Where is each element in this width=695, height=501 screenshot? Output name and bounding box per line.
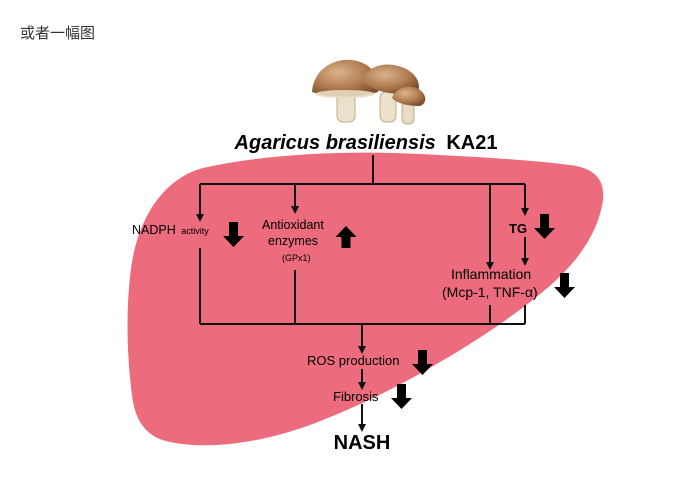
antioxidant-sub: (GPx1) <box>282 253 311 263</box>
inflammation-line1: Inflammation <box>451 266 531 282</box>
diagram-title: Agaricus brasiliensis KA21 <box>234 132 498 154</box>
connector-lines <box>196 155 529 432</box>
down-arrow-icon <box>223 222 244 247</box>
strain-name: KA21 <box>446 132 497 154</box>
up-arrow-icon <box>335 226 357 248</box>
down-arrow-icon <box>391 384 412 409</box>
antioxidant-line1: Antioxidant <box>262 218 324 232</box>
nadph-activity-label: NADPH activity <box>132 223 209 237</box>
antioxidant-line2: enzymes <box>268 234 318 248</box>
ros-production-label: ROS production <box>307 353 400 368</box>
species-name: Agaricus brasiliensis <box>234 132 436 154</box>
nadph-main: NADPH <box>132 223 176 237</box>
down-arrow-icon <box>412 350 433 375</box>
nadph-small: activity <box>181 226 209 236</box>
tg-label: TG <box>509 221 527 236</box>
liver-shape <box>127 152 604 446</box>
nash-label: NASH <box>334 432 391 454</box>
inflammation-line2: (Mcp-1, TNF-α) <box>442 284 538 300</box>
mushroom-image <box>312 59 426 125</box>
down-arrow-icon <box>554 273 575 298</box>
down-arrow-icon <box>534 214 555 239</box>
page-caption: 或者一幅图 <box>20 24 96 42</box>
fibrosis-label: Fibrosis <box>333 389 379 404</box>
